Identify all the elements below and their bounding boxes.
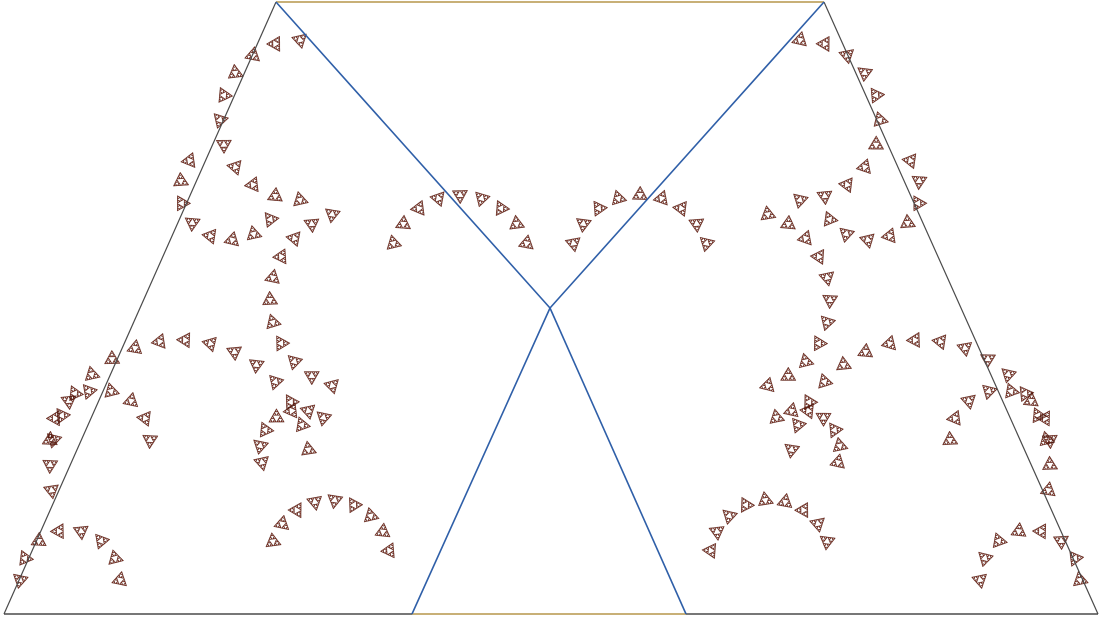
fractal-layer xyxy=(13,30,1089,590)
left-triangle-upper-inner-edge xyxy=(275,1,551,309)
left-triangle-lower-inner-edge xyxy=(411,307,551,615)
right-triangle-lower-inner-edge xyxy=(549,307,687,615)
right-triangle-outer-edge xyxy=(823,1,1099,615)
left-triangle-outer-edge xyxy=(3,1,277,615)
edge-layer xyxy=(3,1,1099,615)
sierpinski-fractal xyxy=(13,30,1089,590)
right-triangle-upper-inner-edge xyxy=(549,1,825,309)
